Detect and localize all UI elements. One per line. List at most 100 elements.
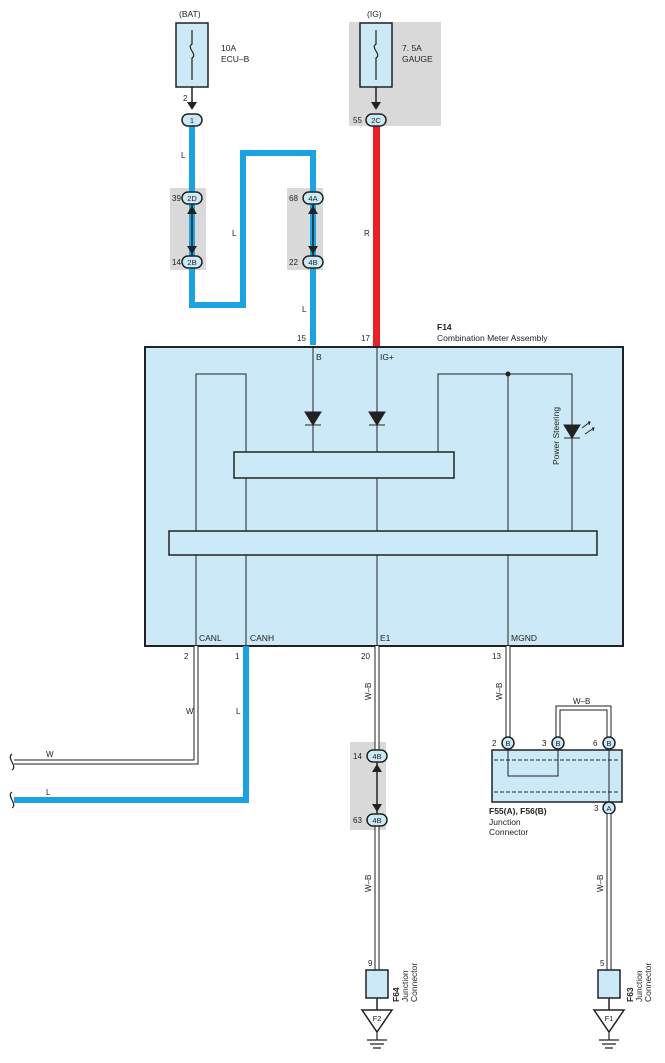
bat-label: (BAT) (179, 9, 201, 19)
junction-pin-b3-label: B (606, 739, 611, 748)
connector-4b-mid2-label: 4B (372, 816, 381, 825)
junction-pin-b1 (501, 736, 515, 750)
power-steering-led-icon (563, 424, 581, 439)
connector-4b-mid2 (366, 813, 388, 827)
arrow-down-icon-2b (187, 246, 197, 254)
connector-4b-mid1-label: 4B (372, 752, 381, 761)
earth-icon-f1 (599, 1032, 619, 1049)
led-rays-icon (581, 421, 595, 435)
connector-2d-label: 2D (187, 194, 197, 203)
arrow-up-icon-4a (308, 206, 318, 214)
ig-red-wire (373, 126, 380, 346)
canl-white-wire (14, 646, 199, 765)
pin-c2c: 55 (353, 116, 362, 125)
wire-label-wb2: W–B (495, 683, 504, 700)
wire-label-w-left: W (46, 750, 54, 759)
meter-pin-b-num: 15 (297, 334, 306, 343)
meter-canh-label: CANH (250, 633, 274, 643)
diode-b-icon (304, 411, 322, 426)
diode-ig-icon (368, 411, 386, 426)
junction-pin-b2-label: B (555, 739, 560, 748)
wire-label-l-left: L (46, 788, 51, 797)
junction-wb-loop (555, 705, 612, 738)
meter-mgnd-num: 13 (492, 652, 501, 661)
ig-fuse-name: GAUGE (402, 54, 433, 64)
pin-c4b-mid1: 14 (353, 752, 362, 761)
pin-c2b: 14 (172, 258, 181, 267)
connector-2b (181, 255, 203, 269)
connector-2c-label: 2C (371, 116, 381, 125)
f63-code: F63 (625, 987, 635, 1002)
connector-1-label: 1 (190, 116, 194, 125)
wire-label-wb-loop: W–B (573, 697, 590, 706)
pin-c2d: 39 (172, 194, 181, 203)
ground-f1-label: F1 (605, 1014, 614, 1023)
bat-fuse-icon (189, 30, 195, 80)
bat-blue-wire (189, 126, 316, 345)
f63-line2: Connector (643, 963, 653, 1002)
earth-icon-f2 (367, 1032, 387, 1049)
connector-4b-top (302, 255, 324, 269)
canh-blue-wire (14, 646, 249, 803)
meter-code: F14 (437, 322, 452, 332)
meter-pin-ig-num: 17 (361, 334, 370, 343)
wire-label-l1: L (181, 151, 186, 160)
pin-jb2: 3 (542, 739, 547, 748)
f64-line1: Junction (400, 970, 410, 1002)
arrow-down-icon-4b (308, 246, 318, 254)
pin-jb3: 6 (593, 739, 598, 748)
f63-connector-box (597, 969, 621, 999)
pin-jb1: 2 (492, 739, 497, 748)
wire-break-icon-w (9, 753, 15, 771)
junction-pin-b1-label: B (505, 739, 510, 748)
pin-c4b-mid2: 63 (353, 816, 362, 825)
junction-pin-a-label: A (606, 804, 611, 813)
junction-pin-b3 (602, 736, 616, 750)
wire-label-l2: L (232, 229, 237, 238)
junction-line1: Junction (489, 817, 521, 827)
meter-inner-block-1 (233, 451, 455, 479)
connector-4b-top-label: 4B (308, 258, 317, 267)
meter-canl-label: CANL (199, 633, 222, 643)
ig-fuse-icon (373, 30, 379, 80)
ground-f2-icon (360, 1009, 394, 1034)
junction-internal (494, 750, 620, 802)
ig-label: (IG) (367, 9, 382, 19)
bat-fuse-name: ECU–B (221, 54, 250, 64)
meter-pin-ig-label: IG+ (380, 352, 394, 362)
meter-junction-dot (505, 371, 511, 377)
junction-code: F55(A), F56(B) (489, 806, 547, 816)
pin-c4a: 68 (289, 194, 298, 203)
meter-canh-num: 1 (235, 652, 240, 661)
ground-f1-icon (592, 1009, 626, 1034)
connector-2c (365, 113, 387, 127)
meter-e1-label: E1 (380, 633, 391, 643)
meter-e1-num: 20 (361, 652, 370, 661)
f63-pin: 5 (600, 959, 605, 968)
meter-canl-num: 2 (184, 652, 189, 661)
wire-label-w: W (186, 707, 194, 716)
meter-mgnd-label: MGND (511, 633, 537, 643)
pin-c1: 2 (183, 94, 188, 103)
f63-line1: Junction (634, 970, 644, 1002)
ig-arrow-icon (371, 102, 381, 110)
power-steering-label: Power Steering (551, 407, 561, 465)
meter-inner-block-2 (168, 530, 598, 556)
arrow-up-icon-4b-mid1 (372, 764, 382, 772)
arrow-down-icon-4b-mid2 (372, 804, 382, 812)
junction-line2: Connector (489, 827, 528, 837)
pin-c4b-top: 22 (289, 258, 298, 267)
f64-line2: Connector (409, 963, 419, 1002)
combination-meter-box (144, 346, 624, 647)
bat-arrow-icon (187, 102, 197, 110)
f64-pin: 9 (368, 959, 373, 968)
wire-label-wb1: W–B (364, 683, 373, 700)
ground-f2-label: F2 (373, 1014, 382, 1023)
connector-2b-label: 2B (187, 258, 196, 267)
wire-break-icon-l (9, 791, 15, 809)
connector-1 (181, 113, 203, 127)
wire-label-l3: L (302, 305, 307, 314)
ig-fuse-amp: 7. 5A (402, 43, 422, 53)
f64-connector-box (365, 969, 389, 999)
